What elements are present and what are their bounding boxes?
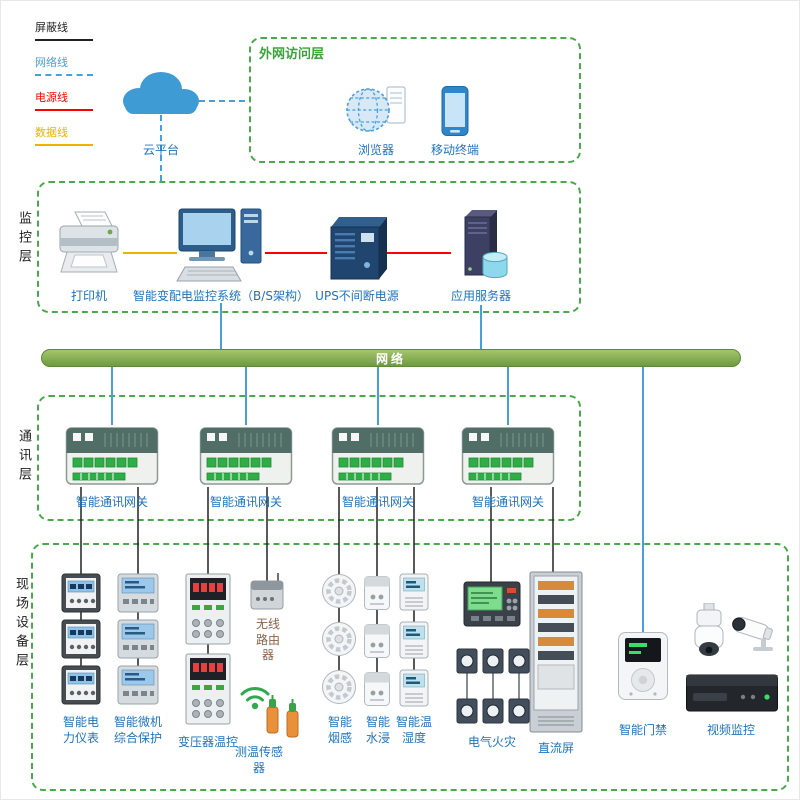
- monitoring-layer-label: 监控层: [16, 211, 31, 268]
- ups-icon: [325, 213, 389, 283]
- fire-monitor-icon: [463, 581, 521, 627]
- water-sensor-icon: [363, 623, 391, 659]
- cloud-label: 云平台: [142, 143, 179, 157]
- gateway-label: 智能通讯网关: [471, 495, 544, 509]
- fire-monitor-label: 电气火灾: [467, 735, 516, 749]
- external-access-layer-box: [249, 37, 581, 163]
- humidity-sensor-icon: [399, 669, 429, 707]
- dc-panel-label: 直流屏: [537, 741, 574, 755]
- gateway-label: 智能通讯网关: [341, 495, 414, 509]
- humidity-sensor-label: 智能温湿度: [395, 715, 432, 745]
- wireless-router-icon: [249, 571, 285, 613]
- legend: 屏蔽线 网络线 电源线 数据线: [35, 19, 93, 159]
- wireless-router-label: 无线路由器: [255, 617, 280, 663]
- wifi-icon: [239, 681, 271, 711]
- power-meter-icon: [61, 573, 101, 613]
- smoke-detector-label: 智能烟感: [327, 715, 352, 745]
- field-layer-label: 现场设备层: [13, 577, 28, 672]
- network-bus: 网络: [41, 349, 741, 367]
- gateway-label: 智能通讯网关: [75, 495, 148, 509]
- gateway-icon: [461, 425, 555, 487]
- access-control-label: 智能门禁: [618, 723, 667, 737]
- mobile-terminal-icon: [437, 85, 473, 137]
- external-access-layer-title: 外网访问层: [259, 47, 325, 62]
- dc-panel-icon: [529, 571, 583, 733]
- humidity-sensor-icon: [399, 621, 429, 659]
- legend-label-network: 网络线: [35, 56, 68, 69]
- legend-item: 屏蔽线: [35, 19, 93, 41]
- gateway-icon: [65, 425, 159, 487]
- field-layer-box: [31, 543, 789, 791]
- smoke-detector-icon: [321, 669, 357, 705]
- scada-workstation-icon: [175, 205, 267, 285]
- nvr-recorder-icon: [685, 669, 779, 715]
- data-line-swatch: [35, 144, 93, 146]
- water-sensor-icon: [363, 575, 391, 611]
- browser-label: 浏览器: [357, 143, 394, 157]
- protection-relay-icon: [117, 619, 159, 659]
- water-sensor-label: 智能水浸: [365, 715, 390, 745]
- legend-item: 网络线: [35, 54, 93, 76]
- legend-item: 数据线: [35, 124, 93, 146]
- legend-label-shield: 屏蔽线: [35, 21, 68, 34]
- smoke-detector-icon: [321, 573, 357, 609]
- protection-relay-icon: [117, 665, 159, 705]
- gateway-label: 智能通讯网关: [209, 495, 282, 509]
- mobile-terminal-label: 移动终端: [430, 143, 479, 157]
- transformer-temp-label: 变压器温控: [177, 735, 238, 749]
- comm-layer-box: [37, 395, 581, 521]
- transformer-temp-icon: [185, 653, 231, 725]
- printer-label: 打印机: [70, 289, 107, 303]
- comm-layer-label: 通讯层: [16, 429, 31, 486]
- transformer-temp-icon: [185, 573, 231, 645]
- monitoring-layer-box: [37, 181, 581, 313]
- video-surveillance-label: 视频监控: [706, 723, 755, 737]
- protection-relay-label: 智能微机综合保护: [113, 715, 162, 745]
- power-meter-label: 智能电力仪表: [62, 715, 99, 745]
- access-control-icon: [617, 631, 669, 701]
- shield-line-swatch: [35, 39, 93, 41]
- ups-label: UPS不间断电源: [315, 289, 399, 303]
- current-transformer-modules-icon: [455, 647, 531, 725]
- printer-icon: [55, 209, 123, 283]
- protection-relay-icon: [117, 573, 159, 613]
- smoke-detector-icon: [321, 621, 357, 657]
- temp-sensor-icon: [263, 695, 303, 739]
- browser-icon: [341, 81, 411, 139]
- legend-item: 电源线: [35, 89, 93, 111]
- network-bus-label: 网络: [375, 351, 406, 366]
- power-meter-icon: [61, 665, 101, 705]
- network-line-swatch: [35, 74, 93, 76]
- application-server-label: 应用服务器: [450, 289, 511, 303]
- humidity-sensor-icon: [399, 573, 429, 611]
- scada-label: 智能变配电监控系统（B/S架构）: [133, 289, 309, 303]
- legend-label-data: 数据线: [35, 126, 68, 139]
- legend-label-power: 电源线: [35, 91, 68, 104]
- ptz-camera-icon: [691, 602, 727, 661]
- gateway-icon: [331, 425, 425, 487]
- power-meter-icon: [61, 619, 101, 659]
- cloud-icon: [113, 63, 208, 125]
- gateway-icon: [199, 425, 293, 487]
- temp-sensor-label: 测温传感器: [234, 745, 283, 775]
- application-server-icon: [449, 209, 511, 283]
- water-sensor-icon: [363, 671, 391, 707]
- bullet-camera-icon: [727, 611, 777, 653]
- power-line-swatch: [35, 109, 93, 111]
